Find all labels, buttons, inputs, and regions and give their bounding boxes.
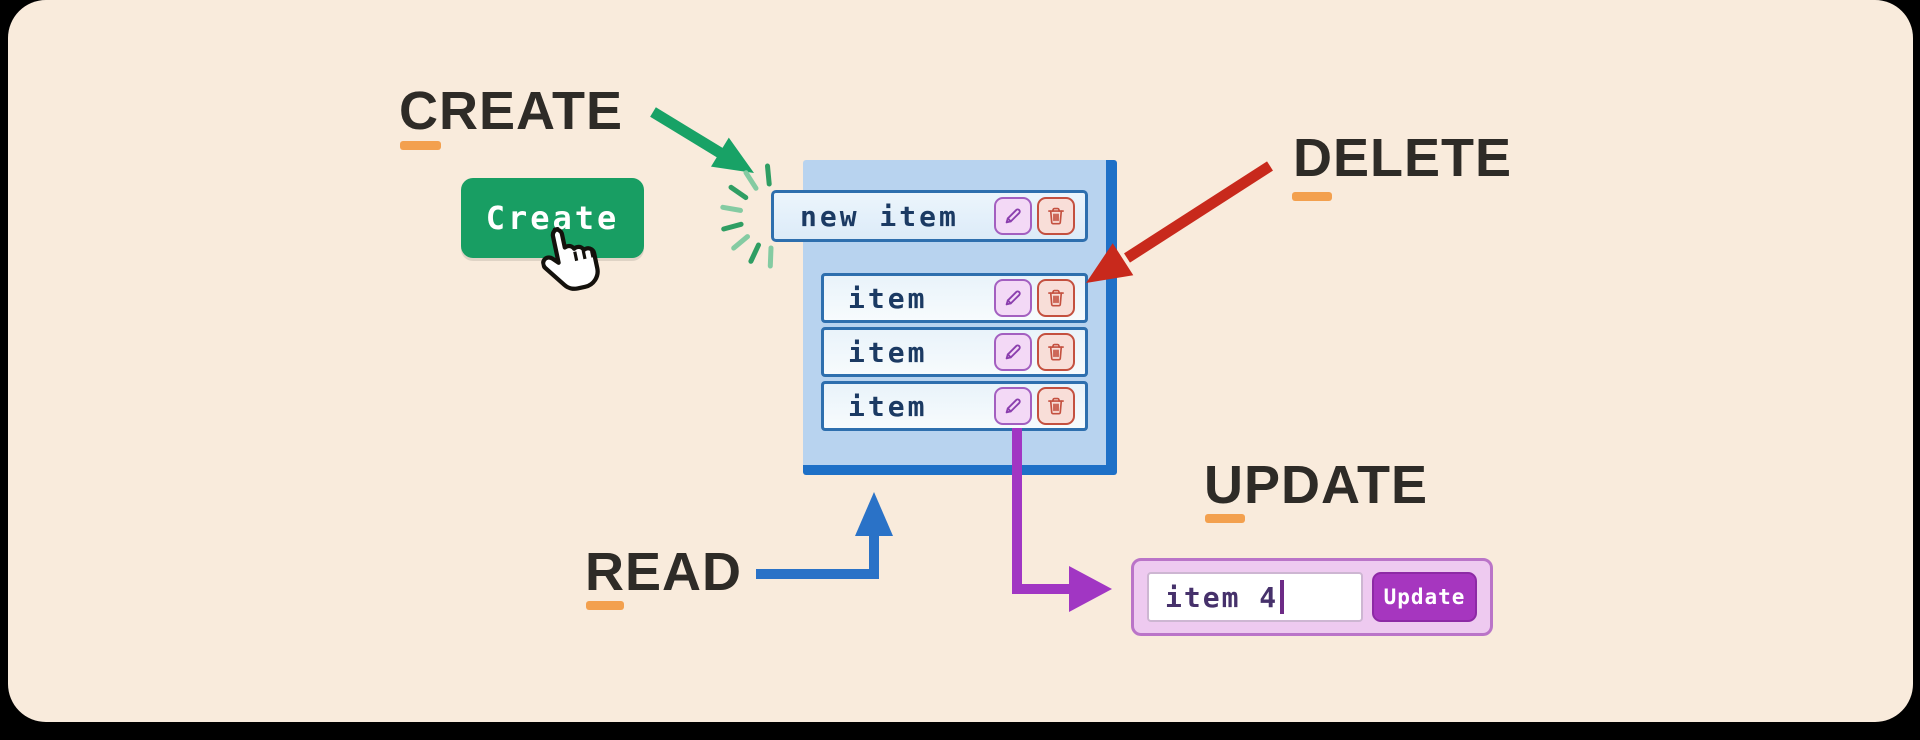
list-row-item-1: item xyxy=(821,273,1088,323)
item-label: item xyxy=(848,281,928,315)
update-input-value: item 4 xyxy=(1165,580,1279,614)
pencil-icon xyxy=(1002,395,1024,417)
delete-item-button[interactable] xyxy=(1037,333,1075,371)
pencil-icon xyxy=(1002,205,1024,227)
item-label: item xyxy=(848,389,928,423)
pencil-icon xyxy=(1002,287,1024,309)
list-row-item-3: item xyxy=(821,381,1088,431)
trash-icon xyxy=(1045,341,1067,363)
update-form-panel: item 4 Update xyxy=(1131,558,1493,636)
heading-delete: DELETE xyxy=(1293,128,1513,188)
row-actions xyxy=(994,333,1085,371)
read-arrow xyxy=(756,492,893,579)
update-button-label: Update xyxy=(1383,585,1466,609)
row-actions xyxy=(994,387,1085,425)
create-button[interactable]: Create xyxy=(461,178,644,258)
heading-update-underline xyxy=(1205,514,1245,523)
trash-icon xyxy=(1045,205,1067,227)
edit-item-button[interactable] xyxy=(994,387,1032,425)
pencil-icon xyxy=(1002,341,1024,363)
heading-create-underline xyxy=(400,141,441,150)
canvas-card: CREATE Create new item xyxy=(8,0,1913,722)
new-item-starburst xyxy=(720,163,774,269)
row-actions xyxy=(994,279,1085,317)
trash-icon xyxy=(1045,287,1067,309)
heading-update: UPDATE xyxy=(1204,455,1429,515)
row-actions xyxy=(994,197,1085,235)
edit-item-button[interactable] xyxy=(994,279,1032,317)
edit-item-button[interactable] xyxy=(994,333,1032,371)
heading-delete-underline xyxy=(1292,192,1332,201)
delete-item-button[interactable] xyxy=(1037,387,1075,425)
heading-create: CREATE xyxy=(399,81,624,141)
text-cursor xyxy=(1280,580,1285,614)
list-row-item-2: item xyxy=(821,327,1088,377)
update-input[interactable]: item 4 xyxy=(1147,572,1363,622)
create-arrow xyxy=(650,107,754,173)
delete-item-button[interactable] xyxy=(1037,279,1075,317)
edit-item-button[interactable] xyxy=(994,197,1032,235)
delete-item-button[interactable] xyxy=(1037,197,1075,235)
item-label: item xyxy=(848,335,928,369)
list-row-new-item: new item xyxy=(771,190,1088,242)
trash-icon xyxy=(1045,395,1067,417)
update-button[interactable]: Update xyxy=(1372,572,1477,622)
heading-read-underline xyxy=(586,601,624,610)
heading-read: READ xyxy=(585,542,743,602)
create-button-label: Create xyxy=(485,199,620,237)
new-item-label: new item xyxy=(800,199,959,233)
